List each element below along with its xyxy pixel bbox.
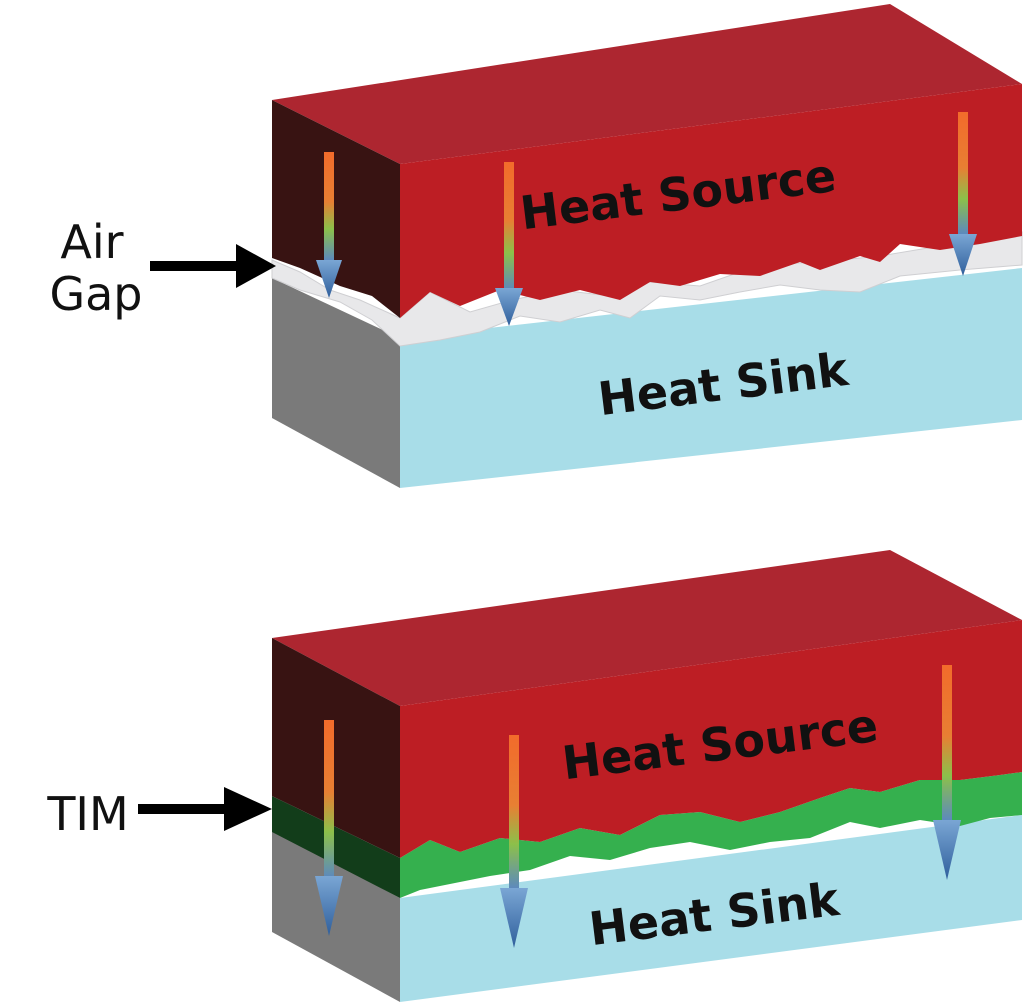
tim-side-face [272, 796, 400, 898]
air-gap-region [271, 231, 1023, 347]
tim-layer [272, 772, 1022, 898]
heat-flow-arrow [316, 152, 342, 298]
air-gap-label-line2: Gap [49, 267, 142, 321]
tim-diagram: Heat Source Heat Sink TIM [46, 550, 1022, 1002]
heat-flow-arrow [500, 735, 528, 948]
heat-sink-block [272, 815, 1022, 1002]
heat-sink-front-face [400, 268, 1022, 488]
tim-pointer-arrow [138, 787, 272, 831]
heat-source-top-face [272, 550, 1022, 706]
heat-source-front-face [400, 620, 1022, 858]
heat-source-top-face [272, 4, 1022, 164]
heat-source-block [272, 550, 1022, 858]
air-gap-label-line1: Air [60, 215, 123, 269]
heat-flow-arrow [315, 720, 343, 936]
air-gap-pointer-arrow [150, 244, 276, 288]
tim-front-face [400, 772, 1022, 898]
air-gap-diagram: Heat Source Heat Sink Air Gap [49, 4, 1023, 488]
tim-label: TIM [46, 787, 128, 841]
heat-source-front-face [400, 84, 1022, 318]
heat-sink-side-face [272, 830, 400, 1002]
heat-flow-arrow [933, 665, 961, 880]
heat-sink-side-face [272, 278, 400, 488]
heat-flow-arrow [949, 112, 977, 276]
heat-source-side-face [272, 100, 400, 318]
heat-source-side-face [272, 638, 400, 858]
heat-source-block [272, 4, 1022, 318]
heat-sink-block [272, 268, 1022, 488]
heat-flow-arrow [495, 162, 523, 326]
heat-sink-front-face [400, 815, 1022, 1002]
